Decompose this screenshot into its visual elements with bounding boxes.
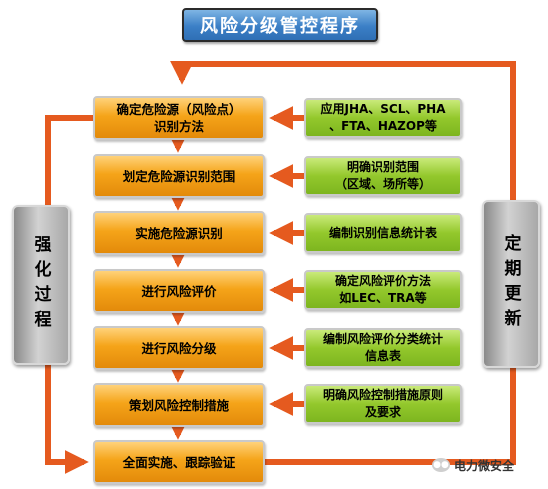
side-strengthen-process: 强化过程: [12, 205, 70, 365]
loop-arrow-right: [170, 60, 516, 465]
tool-2-scope: 明确识别范围 （区域、场所等）: [304, 156, 462, 196]
step-3-identify-hazards: 实施危险源识别: [93, 211, 265, 255]
watermark: ●● 电力微安全: [432, 455, 514, 475]
step-7-implement-verify: 全面实施、跟踪验证: [93, 440, 265, 484]
step-1-determine-method: 确定危险源（风险点） 识别方法: [93, 96, 265, 140]
tool-5-grading-table: 编制风险评价分类统计 信息表: [304, 328, 462, 368]
side-strengthen-label: 强化过程: [30, 235, 51, 335]
step-4-risk-evaluation: 进行风险评价: [93, 269, 265, 313]
tool-4-eval-method: 确定风险评价方法 如LEC、TRA等: [304, 270, 462, 310]
tool-3-stat-table: 编制识别信息统计表: [304, 213, 462, 253]
step-6-control-measures: 策划风险控制措施: [93, 383, 265, 427]
watermark-text: 电力微安全: [454, 458, 515, 473]
step-2-define-scope: 划定危险源识别范围: [93, 154, 265, 198]
tool-1-methods: 应用JHA、SCL、PHA 、FTA、HAZOP等: [304, 98, 462, 138]
tool-6-control-principles: 明确风险控制措施原则 及要求: [304, 384, 462, 424]
wechat-icon: ●●: [432, 458, 450, 472]
side-update-label: 定期更新: [500, 234, 521, 334]
step-5-risk-grading: 进行风险分级: [93, 326, 265, 370]
side-periodic-update: 定期更新: [482, 200, 540, 368]
diagram-title: 风险分级管控程序: [182, 8, 378, 42]
